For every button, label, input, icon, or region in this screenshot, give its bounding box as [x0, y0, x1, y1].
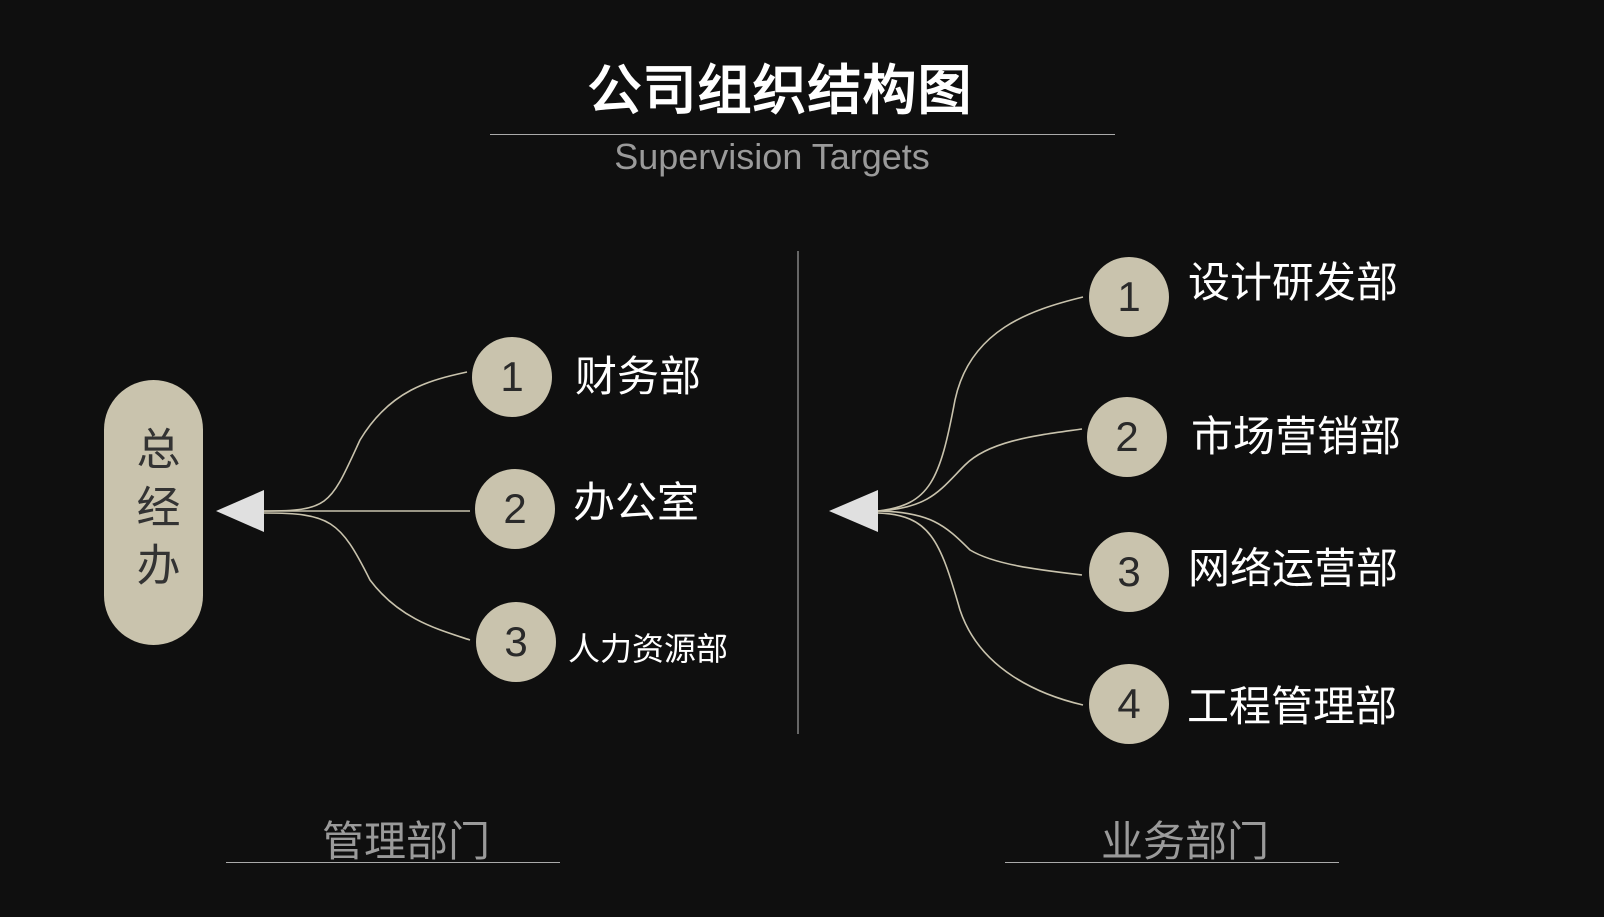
mgmt-number-badge: 3: [476, 602, 556, 682]
page-title: 公司组织结构图: [587, 59, 973, 122]
biz-dept-label: 网络运营部: [1188, 544, 1399, 593]
mgmt-number-badge: 2: [475, 469, 555, 549]
mgmt-number-badge: 1: [472, 337, 552, 417]
business-section-label: 业务部门: [1100, 817, 1269, 866]
connector-mgmt-1: [263, 371, 468, 512]
biz-dept-label: 设计研发部: [1188, 258, 1399, 307]
biz-dept-label: 市场营销部: [1191, 412, 1402, 461]
biz-dept-label: 工程管理部: [1187, 682, 1398, 731]
mgmt-dept-label: 财务部: [575, 352, 702, 401]
management-underline: [226, 862, 560, 863]
biz-number-badge: 4: [1089, 664, 1169, 744]
management-section-label: 管理部门: [321, 817, 490, 866]
root-label: 总经办: [128, 425, 180, 600]
title-divider: [490, 134, 1115, 135]
root-node: 总经办: [104, 380, 203, 645]
business-underline: [1005, 862, 1339, 863]
mgmt-dept-label: 人力资源部: [568, 630, 729, 668]
connector-biz-2: [877, 428, 1083, 512]
connector-biz-3: [877, 510, 1083, 576]
connector-biz-1: [877, 296, 1084, 512]
arrow-left-icon: [216, 490, 264, 532]
biz-number-badge: 3: [1089, 532, 1169, 612]
biz-number-badge: 1: [1089, 257, 1169, 337]
arrow-right-icon: [829, 490, 878, 532]
biz-number-badge: 2: [1087, 397, 1167, 477]
subtitle: Supervision Targets: [614, 136, 930, 177]
connector-biz-4: [877, 512, 1084, 706]
connector-mgmt-3: [263, 512, 471, 641]
mgmt-dept-label: 办公室: [573, 478, 700, 527]
section-divider: [797, 251, 799, 734]
